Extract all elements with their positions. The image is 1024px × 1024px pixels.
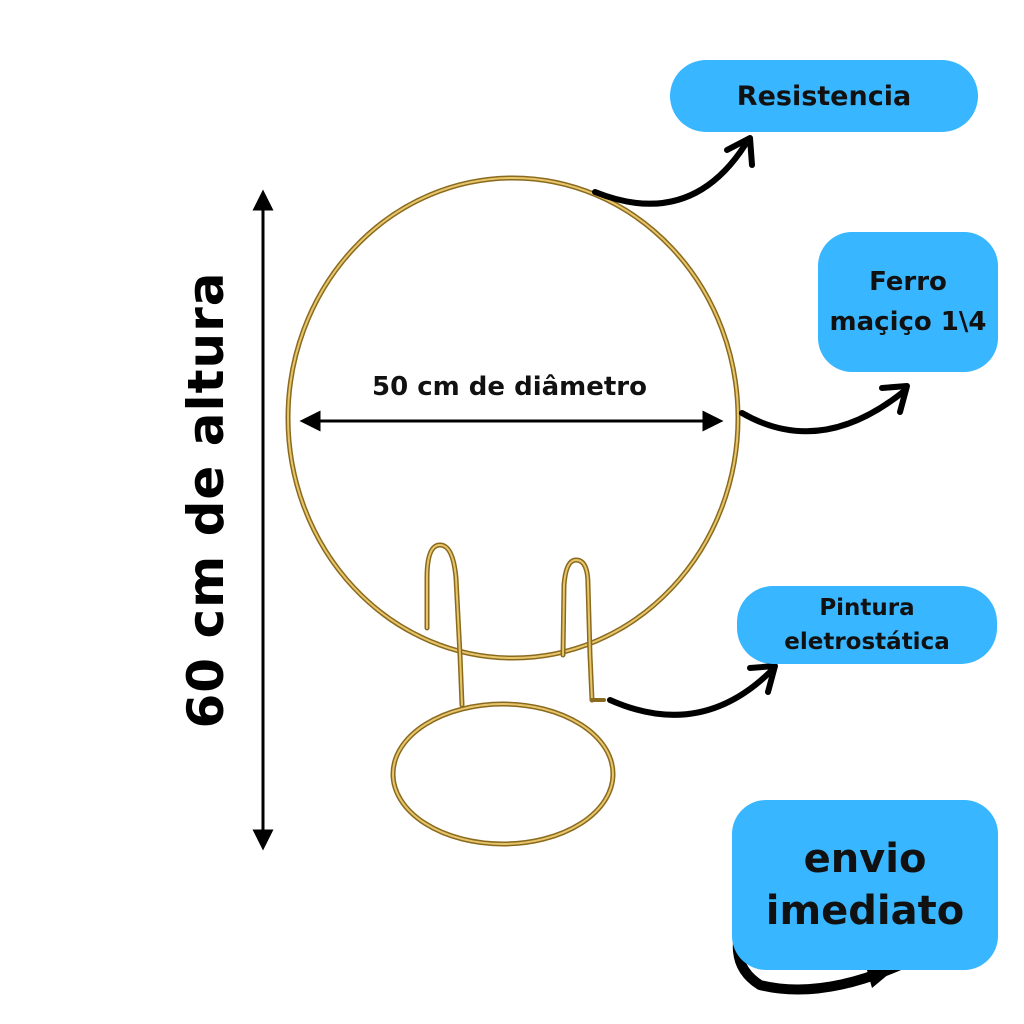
hoop-ring [285, 175, 741, 661]
badge-resistencia: Resistencia [670, 60, 978, 132]
badge-pintura: Pintura eletrostática [737, 586, 997, 664]
badge-envio: envio imediato [732, 800, 998, 970]
callout-arrow-ferro [739, 383, 910, 435]
badge-envio-text: envio imediato [765, 836, 965, 934]
badge-ferro-text: Ferro maçiço 1\4 [829, 267, 987, 337]
badge-resistencia-text: Resistencia [736, 80, 912, 112]
stand-frame [424, 542, 606, 708]
badge-ferro: Ferro maçiço 1\4 [818, 232, 998, 372]
callout-arrow-pintura [607, 663, 778, 718]
diameter-label: 50 cm de diâmetro [372, 372, 647, 402]
base-ring [390, 701, 616, 847]
height-label: 60 cm de altura [177, 271, 235, 729]
badge-pintura-text: Pintura eletrostática [784, 595, 950, 655]
callout-arrow-resistencia [592, 135, 755, 207]
